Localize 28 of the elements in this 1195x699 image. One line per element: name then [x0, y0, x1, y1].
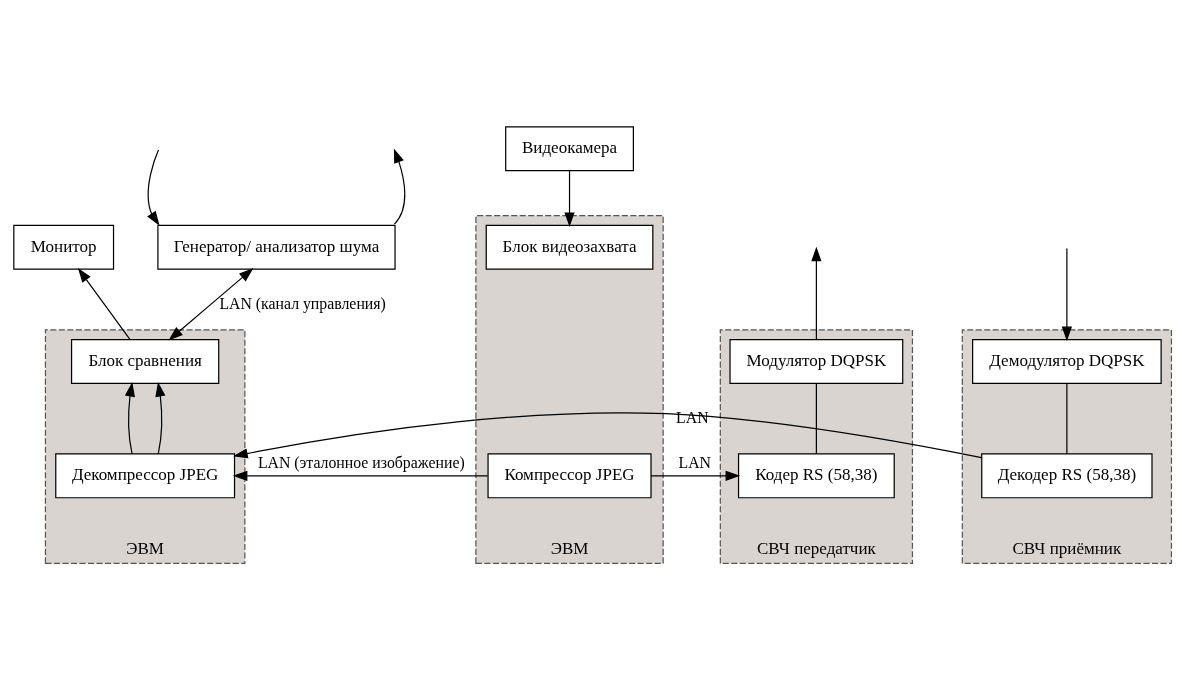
- arrow: [155, 381, 166, 454]
- edge-label: LAN (эталонное изображение): [257, 453, 465, 471]
- arrow: [393, 147, 406, 225]
- node-box: Монитор: [13, 224, 115, 270]
- node-box: Генератор/ анализатор шума: [157, 224, 396, 270]
- arrow: [1061, 247, 1072, 341]
- connector: [815, 382, 817, 454]
- arrow: [650, 470, 741, 481]
- connector: [1066, 382, 1068, 454]
- arrow: [811, 246, 822, 340]
- arrow: [124, 381, 135, 454]
- node-box: Декодер RS (58,38): [981, 452, 1153, 498]
- node-box: Модулятор DQPSK: [729, 338, 904, 384]
- arrow: [147, 149, 160, 226]
- edge-label: LAN: [678, 453, 712, 471]
- node-box: Блок сравнения: [70, 338, 220, 384]
- arrow: [77, 267, 131, 340]
- node-box: Блок видеозахвата: [485, 224, 654, 270]
- arrow: [168, 267, 254, 340]
- node-box: Декомпрессор JPEG: [55, 452, 236, 498]
- edge-label: LAN (канал управления): [219, 294, 386, 312]
- arrow: [232, 470, 489, 481]
- arrow: [233, 411, 983, 458]
- node-box: Демодулятор DQPSK: [972, 338, 1162, 384]
- arrow: [564, 169, 575, 227]
- node-box: Видеокамера: [505, 125, 634, 171]
- node-box: Компрессор JPEG: [487, 452, 652, 498]
- node-box: Кодер RS (58,38): [737, 452, 895, 498]
